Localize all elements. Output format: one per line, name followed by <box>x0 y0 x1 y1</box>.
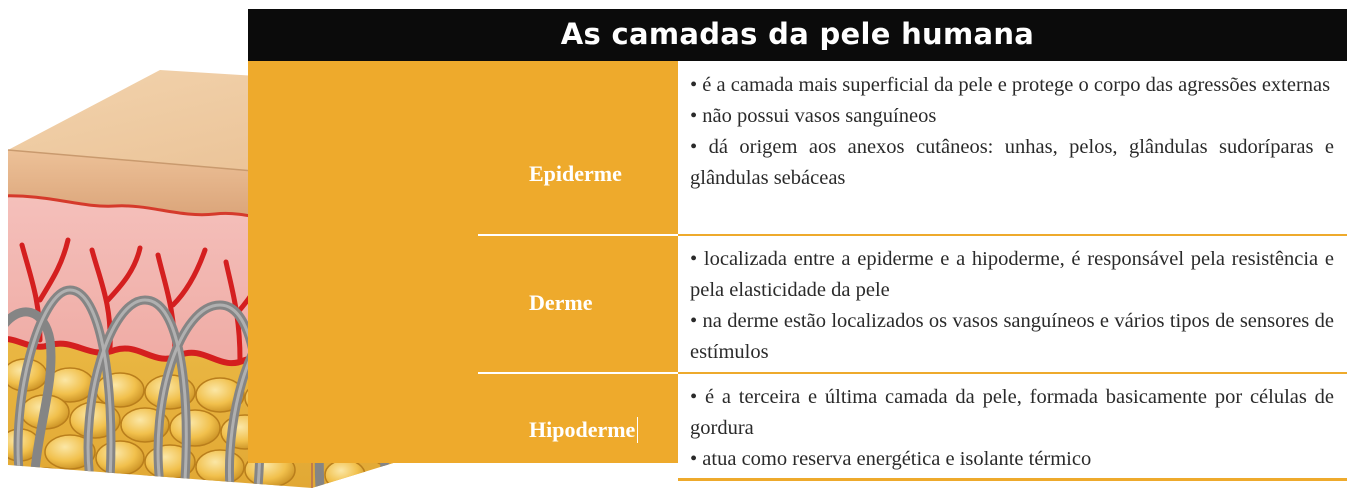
hipoderme-description: • é a terceira e última camada da pele, … <box>690 382 1334 475</box>
text-divider-1 <box>678 234 1347 236</box>
label-hipoderme: Hipoderme <box>529 417 639 443</box>
layer-name-column <box>248 61 678 463</box>
row-divider-1 <box>478 234 678 236</box>
epiderme-description: • é a camada mais superficial da pele e … <box>690 70 1334 194</box>
derme-description: • localizada entre a epiderme e a hipode… <box>690 244 1334 368</box>
row-divider-2 <box>478 372 678 374</box>
label-derme: Derme <box>529 290 593 315</box>
hipoderme-bullet-2: • atua como reserva energética e isolant… <box>690 448 1092 470</box>
epiderme-bullet-1: • é a camada mais superficial da pele e … <box>690 74 1331 96</box>
derme-bullet-2: • na derme estão localizados os vasos sa… <box>690 310 1334 363</box>
text-divider-bottom <box>678 478 1347 481</box>
hipoderme-bullet-1: • é a terceira e última camada da pele, … <box>690 386 1334 439</box>
label-epiderme: Epiderme <box>529 161 622 186</box>
text-divider-2 <box>678 372 1347 374</box>
epiderme-bullet-3: • dá origem aos anexos cutâneos: unhas, … <box>690 136 1334 189</box>
title-bar: As camadas da pele humana <box>248 9 1347 61</box>
page-title: As camadas da pele humana <box>560 17 1035 51</box>
derme-bullet-1: • localizada entre a epiderme e a hipode… <box>690 248 1334 301</box>
epiderme-bullet-2: • não possui vasos sanguíneos <box>690 105 937 127</box>
